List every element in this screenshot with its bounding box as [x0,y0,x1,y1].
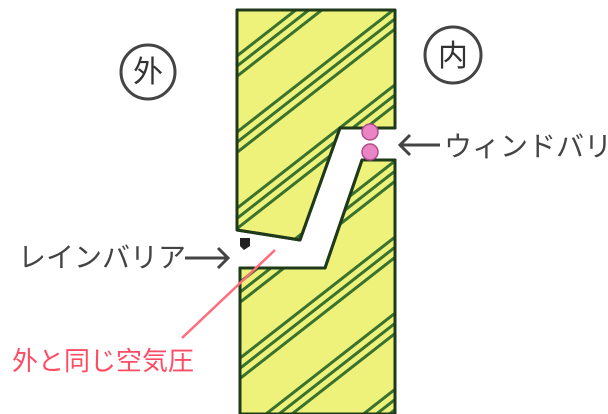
same-pressure-label: 外と同じ空気圧 [12,347,194,377]
rain-barrier-seal [240,238,250,250]
inside-label: 内 [423,25,483,85]
outside-label: 外 [119,43,177,101]
wind-barrier-label: ウィンドバリア [444,130,608,163]
wind-barrier-annotation: ウィンドバリア [397,130,608,163]
inside-text: 内 [438,39,468,74]
same-pressure-annotation: 外と同じ空気圧 [12,249,276,377]
rain-barrier-annotation: レインバリア [18,241,231,274]
rain-barrier-label: レインバリア [18,241,186,274]
wind-barrier-gasket [361,123,379,161]
outside-text: 外 [133,55,163,90]
